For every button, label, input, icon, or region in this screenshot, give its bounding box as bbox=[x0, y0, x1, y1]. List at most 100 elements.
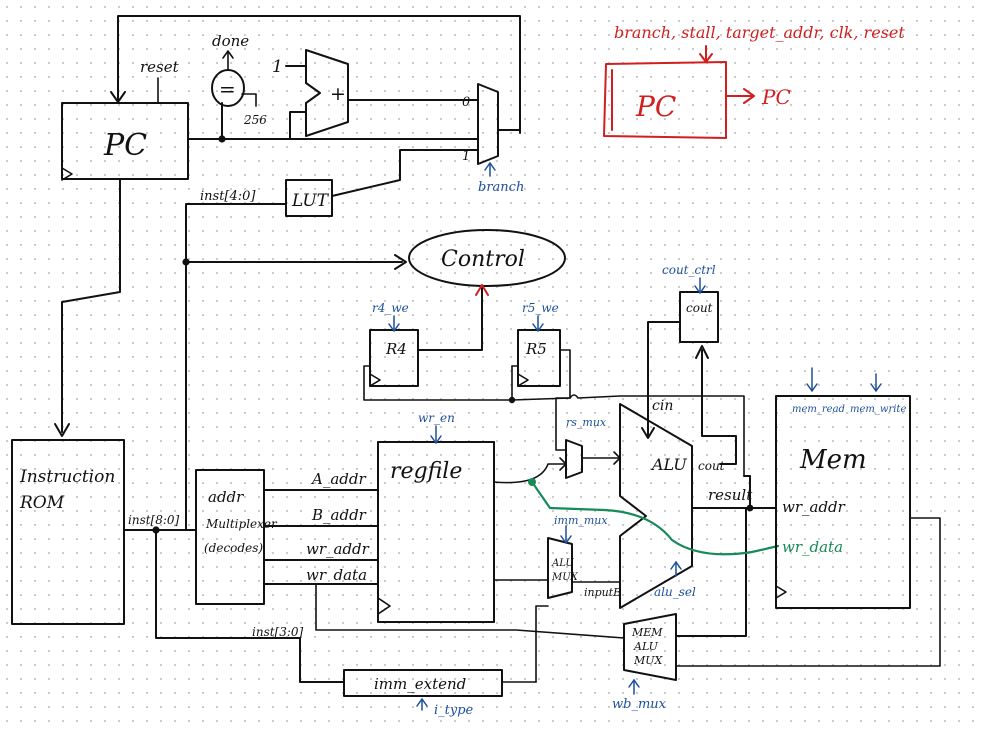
r5-to-rsmux-wire bbox=[555, 349, 571, 451]
pc-annotation-title: PC bbox=[635, 90, 676, 123]
b-addr-label: B_addr bbox=[311, 506, 367, 524]
alu-cin-label: cin bbox=[652, 398, 673, 414]
inst-to-imm-wire bbox=[155, 529, 345, 683]
mem-alu-mux-line2: ALU bbox=[633, 640, 659, 653]
wr-addr-label: wr_addr bbox=[306, 540, 370, 558]
lut-input-label: inst[4:0] bbox=[200, 189, 256, 204]
addr-mux-line3: (decodes) bbox=[204, 541, 263, 555]
mem-write-arrow-icon bbox=[870, 383, 882, 393]
control-title: Control bbox=[441, 247, 525, 272]
lut-title: LUT bbox=[291, 191, 330, 211]
branch-select-arrow-icon bbox=[484, 161, 496, 171]
cout-to-cin-wire bbox=[647, 321, 681, 437]
addr-mux-line2: Multiplexer bbox=[205, 517, 278, 531]
alu-cout-label: cout bbox=[698, 459, 725, 473]
mem-title: Mem bbox=[799, 445, 867, 475]
pc-box bbox=[61, 102, 189, 180]
pc-title: PC bbox=[103, 128, 147, 163]
instruction-rom-line1: Instruction bbox=[19, 467, 115, 487]
alu-title: ALU bbox=[650, 455, 687, 474]
alu-sel-arrow-icon bbox=[670, 560, 682, 570]
branch-select-label: branch bbox=[478, 180, 524, 195]
r4-title: R4 bbox=[385, 340, 407, 358]
rom-input-arrow-icon bbox=[54, 423, 70, 437]
branch-mux-in1-label: 1 bbox=[462, 149, 470, 164]
lut-to-mux-wire bbox=[331, 149, 479, 197]
branch-mux-shape bbox=[477, 83, 499, 165]
cout-reg-arrow-icon bbox=[695, 345, 709, 359]
r4-feedback-wire bbox=[363, 365, 513, 401]
mem-to-wbmux-wire bbox=[675, 517, 941, 667]
a-addr-label: A_addr bbox=[310, 470, 366, 488]
mem-wr-data-label: wr_data bbox=[782, 538, 843, 556]
addr-mux-line1: addr bbox=[208, 488, 244, 506]
result-up-wire bbox=[743, 475, 751, 509]
pc-to-adder-wire bbox=[289, 111, 307, 140]
mem-read-arrow-icon bbox=[806, 383, 818, 393]
inst-to-control-wire bbox=[185, 205, 403, 263]
mem-alu-mux-shape bbox=[623, 613, 677, 681]
adder-symbol: + bbox=[330, 83, 346, 105]
rsmux-input-arrow-icon bbox=[559, 457, 567, 471]
addr-mux-box bbox=[195, 469, 265, 605]
control-input-arrow-icon bbox=[394, 254, 407, 270]
pc-to-rom-wire bbox=[61, 178, 121, 433]
cout-reg-title: cout bbox=[686, 301, 713, 315]
regfile-we-label: wr_en bbox=[418, 411, 455, 425]
mem-read-label: mem_read bbox=[792, 404, 845, 415]
pc-clock-symbol bbox=[61, 167, 73, 181]
pc-feedback-arrow-icon bbox=[110, 91, 126, 103]
r4-we-arrow-icon bbox=[388, 323, 400, 333]
lut-input-wire bbox=[185, 203, 287, 209]
r5-we-label: r5_we bbox=[522, 301, 559, 315]
regfile-clock-symbol bbox=[377, 597, 391, 615]
cout-reg-box bbox=[679, 291, 719, 343]
i-type-arrow-icon bbox=[416, 697, 428, 707]
wb-mux-select-arrow-icon bbox=[628, 678, 640, 688]
imm-mux-select-arrow-icon bbox=[560, 535, 572, 545]
const-256-wire bbox=[241, 93, 257, 107]
result-loop-wire bbox=[511, 394, 745, 477]
mem-alu-mux-line1: MEM bbox=[631, 626, 663, 639]
pc-block: PC bbox=[61, 102, 189, 181]
alu-sel-label: alu_sel bbox=[654, 585, 696, 599]
mem-clock-symbol bbox=[775, 585, 787, 599]
control-ellipse bbox=[408, 229, 566, 287]
pc-feedback-wire bbox=[117, 15, 521, 134]
adder-shape bbox=[305, 49, 349, 137]
const-one-label: 1 bbox=[272, 57, 283, 77]
cout-ctrl-label: cout_ctrl bbox=[662, 263, 716, 277]
control-red-arrow-icon bbox=[475, 284, 489, 296]
instruction-rom-box bbox=[11, 439, 125, 625]
r5-title: R5 bbox=[525, 340, 547, 358]
wbmux-input-wire bbox=[315, 583, 625, 639]
pc-annotation-inputs: branch, stall, target_addr, clk, reset bbox=[614, 23, 905, 42]
mem-write-label: mem_write bbox=[850, 404, 906, 415]
imm-input-label: inst[3:0] bbox=[252, 625, 304, 639]
instruction-rom-line2: ROM bbox=[19, 493, 65, 513]
rom-output-label: inst[8:0] bbox=[128, 513, 180, 527]
reset-label: reset bbox=[140, 58, 180, 76]
lut-box bbox=[285, 179, 333, 217]
done-arrow-icon bbox=[222, 50, 234, 59]
mem-wr-addr-label: wr_addr bbox=[782, 498, 846, 516]
pc-annotation-box bbox=[603, 61, 727, 139]
r5-we-arrow-icon bbox=[532, 323, 544, 333]
rs-mux-shape bbox=[565, 439, 583, 479]
comparator-symbol: = bbox=[219, 77, 236, 101]
done-label: done bbox=[212, 32, 249, 50]
r4-clock-symbol bbox=[369, 373, 381, 387]
wb-mux-select-label: wb_mux bbox=[612, 697, 667, 712]
regfile-title: regfile bbox=[390, 459, 462, 484]
alu-result-label: result bbox=[708, 486, 753, 504]
regfile-we-arrow-icon bbox=[430, 435, 442, 445]
pc-annotation-output: PC bbox=[761, 85, 791, 109]
cout-ctrl-arrow-icon bbox=[694, 285, 706, 295]
imm-extend-box bbox=[343, 669, 503, 697]
alu-inputb-label: inputB bbox=[584, 586, 621, 599]
rs-mux-label: rs_mux bbox=[566, 416, 607, 429]
cout-feedback-wire bbox=[701, 349, 737, 465]
const-256-label: 256 bbox=[243, 113, 267, 127]
mem-box bbox=[775, 395, 911, 609]
